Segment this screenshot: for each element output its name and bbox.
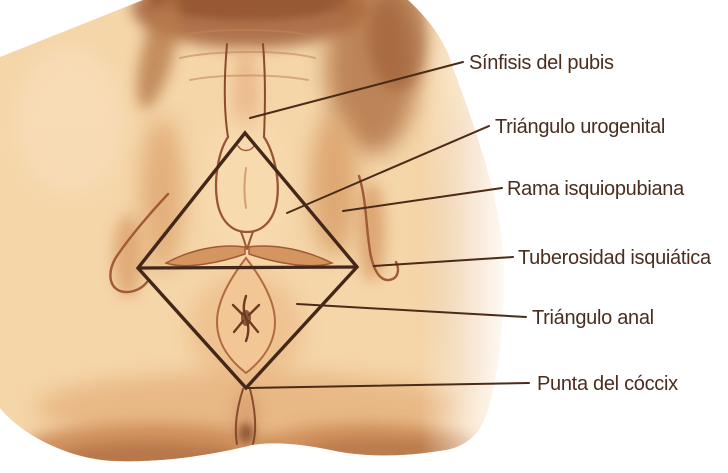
cleft-shadow — [239, 423, 253, 443]
triangle-divider-line — [137, 265, 358, 270]
leader-line-rama-isquiopubiana — [342, 187, 503, 212]
perineal-muscle-right — [248, 245, 334, 267]
leader-line-triangulo-urogenital — [286, 125, 490, 214]
genitocrural-fold-left — [109, 192, 170, 294]
clitoral-hood-line-right — [262, 43, 266, 138]
perineal-muscle-left — [164, 245, 246, 267]
clitoris-glans-line — [237, 145, 255, 152]
clitoral-hood-line-left — [223, 43, 229, 138]
leader-line-triangulo-anal — [296, 303, 527, 318]
intergluteal-cleft-right — [249, 388, 257, 445]
leader-line-sinfisis-del-pubis — [249, 61, 464, 119]
label-triangulo-urogenital: Triángulo urogenital — [495, 116, 665, 138]
vulva-linework — [109, 43, 400, 445]
anus-center — [241, 310, 251, 326]
figure-labels: Sínfisis del pubis Triángulo urogenital … — [469, 52, 712, 395]
label-tuberosidad-isquiatica: Tuberosidad isquiática — [518, 247, 712, 269]
label-rama-isquiopubiana: Rama isquiopubiana — [507, 178, 685, 200]
perineal-body-stem — [240, 231, 254, 250]
vestibule-outline — [214, 135, 279, 234]
label-punta-del-coccix: Punta del cóccix — [537, 373, 678, 395]
right-edge-fade — [415, 0, 728, 473]
leader-line-punta-del-coccix — [246, 382, 530, 389]
groin-crease-left-shading — [137, 0, 179, 109]
leader-lines — [246, 61, 530, 389]
label-sinfisis-del-pubis: Sínfisis del pubis — [469, 52, 614, 74]
label-triangulo-anal: Triángulo anal — [532, 307, 654, 329]
urethral-groove — [243, 167, 247, 209]
leader-line-tuberosidad-isquiatica — [373, 256, 514, 267]
intergluteal-cleft-left — [234, 388, 244, 445]
mons-wrinkles — [179, 28, 316, 81]
